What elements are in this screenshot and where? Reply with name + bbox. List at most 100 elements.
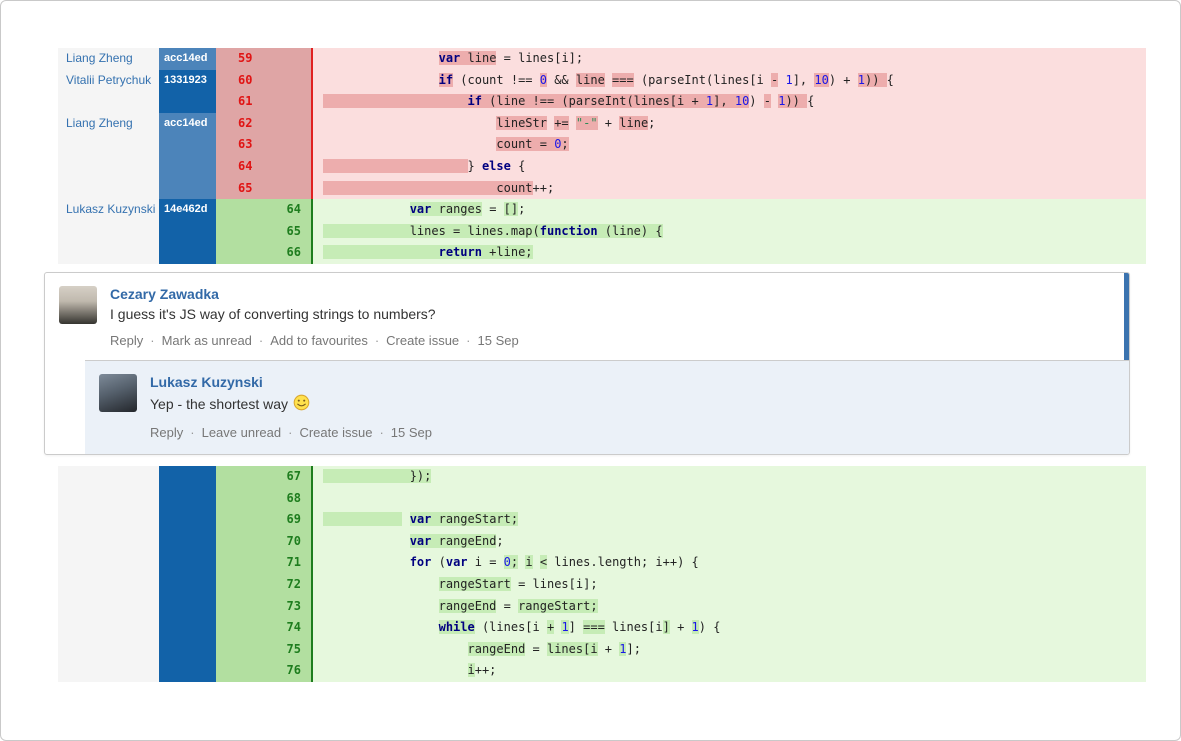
code-token	[323, 51, 439, 65]
author-cell	[58, 573, 159, 596]
code-line[interactable]: for (var i = 0; i < lines.length; i++) {	[313, 552, 1146, 574]
author-cell	[58, 552, 159, 574]
line-number-new[interactable]: 64	[216, 199, 311, 221]
line-number-old[interactable]: 62	[216, 112, 311, 135]
code-token: <	[539, 555, 548, 570]
code-token: rangeStart;	[518, 598, 598, 613]
code-token: ];	[626, 641, 641, 656]
code-line[interactable]: count++;	[313, 177, 1146, 200]
diff-row: 72 rangeStart = lines[i];	[58, 573, 1146, 596]
comment-action-leave-unread[interactable]: Leave unread	[201, 424, 282, 440]
code-line[interactable]: rangeStart = lines[i];	[313, 573, 1146, 596]
diff-row: 68	[58, 487, 1146, 510]
code-line[interactable]: rangeEnd = rangeStart;	[313, 595, 1146, 618]
commit-hash-link[interactable]: acc14ed	[159, 48, 216, 70]
code-token: return	[438, 245, 482, 260]
commit-hash-link[interactable]: acc14ed	[159, 112, 216, 135]
comment-date-link[interactable]: 15 Sep	[477, 332, 519, 348]
code-token: var	[409, 202, 432, 217]
gutter-divider	[311, 573, 313, 596]
line-number-new[interactable]: 69	[216, 509, 311, 531]
code-line[interactable]: var rangeEnd;	[313, 530, 1146, 553]
code-token: line	[467, 51, 497, 65]
diff-row: 63 count = 0;	[58, 134, 1146, 156]
line-number-new[interactable]: 65	[216, 220, 311, 243]
line-number-new[interactable]: 74	[216, 617, 311, 639]
action-separator: ·	[288, 424, 293, 440]
line-number-old[interactable]: 63	[216, 134, 311, 156]
code-line[interactable]: if (count !== 0 && line === (parseInt(li…	[313, 69, 1146, 92]
code-line[interactable]: });	[313, 465, 1146, 488]
line-number-old[interactable]: 60	[216, 69, 311, 92]
code-token	[323, 94, 468, 109]
line-number-new[interactable]: 73	[216, 595, 311, 618]
code-token	[323, 534, 410, 548]
code-line[interactable]: var rangeStart;	[313, 509, 1146, 531]
comment-author-link[interactable]: Lukasz Kuzynski	[150, 373, 263, 390]
code-token: 1	[561, 620, 569, 635]
code-token	[460, 51, 468, 65]
code-line[interactable]: lineStr += "-" + line;	[313, 112, 1146, 135]
gutter-divider	[311, 465, 313, 488]
line-number-new[interactable]: 66	[216, 242, 311, 264]
gutter-divider	[311, 155, 313, 178]
code-line[interactable]: var ranges = [];	[313, 199, 1146, 221]
author-cell	[58, 509, 159, 531]
code-line[interactable]: return +line;	[313, 242, 1146, 264]
comment-action-reply[interactable]: Reply	[150, 424, 184, 440]
line-number-new[interactable]: 72	[216, 573, 311, 596]
line-number-old[interactable]: 59	[216, 48, 311, 70]
code-token: {	[510, 158, 526, 173]
code-token: =	[525, 641, 547, 656]
line-number-new[interactable]: 70	[216, 530, 311, 553]
comment-thread: Cezary Zawadka I guess it's JS way of co…	[44, 271, 1130, 455]
comment-action-mark-as-unread[interactable]: Mark as unread	[161, 332, 252, 348]
code-line[interactable]: var line = lines[i];	[313, 48, 1146, 70]
commit-cell	[159, 509, 216, 531]
author-link[interactable]: Liang Zheng	[58, 112, 159, 135]
line-number-new[interactable]: 75	[216, 638, 311, 661]
code-line[interactable]: count = 0;	[313, 134, 1146, 156]
commit-cell	[159, 617, 216, 639]
code-line[interactable]: while (lines[i + 1] === lines[i] + 1) {	[313, 617, 1146, 639]
comment-reply: Lukasz Kuzynski Yep - the shortest way R…	[85, 359, 1129, 454]
line-number-new[interactable]: 68	[216, 487, 311, 510]
code-line[interactable]: rangeEnd = lines[i + 1];	[313, 638, 1146, 661]
comment-date-link[interactable]: 15 Sep	[390, 424, 432, 440]
author-cell	[58, 242, 159, 264]
code-token: (lines[i	[474, 620, 547, 635]
commit-cell	[159, 220, 216, 243]
code-token: ) +	[828, 72, 858, 87]
commit-hash-link[interactable]: 14e462d	[159, 199, 216, 221]
code-line[interactable]: if (line !== (parseInt(lines[i + 1], 10)…	[313, 91, 1146, 113]
code-line[interactable]: i++;	[313, 660, 1146, 682]
line-number-old[interactable]: 61	[216, 91, 311, 113]
author-link[interactable]: Liang Zheng	[58, 48, 159, 70]
code-token: -	[763, 94, 771, 109]
line-number-new[interactable]: 71	[216, 552, 311, 574]
author-link[interactable]: Lukasz Kuzynski	[58, 199, 159, 221]
comment-action-create-issue[interactable]: Create issue	[299, 424, 373, 440]
line-number-new[interactable]: 67	[216, 465, 311, 488]
comment-actions: Reply·Leave unread·Create issue·15 Sep	[150, 425, 1113, 440]
author-link[interactable]: Vitalii Petrychuk	[58, 69, 159, 92]
code-line[interactable]	[313, 487, 1146, 510]
line-number-new[interactable]: 76	[216, 660, 311, 682]
comment-action-reply[interactable]: Reply	[110, 332, 144, 348]
code-token: = lines[i];	[496, 51, 584, 65]
code-token: var	[409, 512, 432, 527]
commit-cell	[159, 595, 216, 618]
code-token: line	[619, 115, 649, 130]
comment-action-create-issue[interactable]: Create issue	[386, 332, 460, 348]
comment-author-link[interactable]: Cezary Zawadka	[110, 285, 219, 302]
code-token: if	[438, 72, 454, 87]
line-number-old[interactable]: 65	[216, 177, 311, 200]
commit-hash-link[interactable]: 1331923	[159, 69, 216, 92]
code-token: rangeEnd	[467, 641, 526, 656]
comment-action-add-to-favourites[interactable]: Add to favourites	[270, 332, 368, 348]
code-line[interactable]: lines = lines.map(function (line) {	[313, 220, 1146, 243]
code-line[interactable]: } else {	[313, 155, 1146, 178]
line-number-old[interactable]: 64	[216, 155, 311, 178]
action-separator: ·	[374, 332, 380, 348]
